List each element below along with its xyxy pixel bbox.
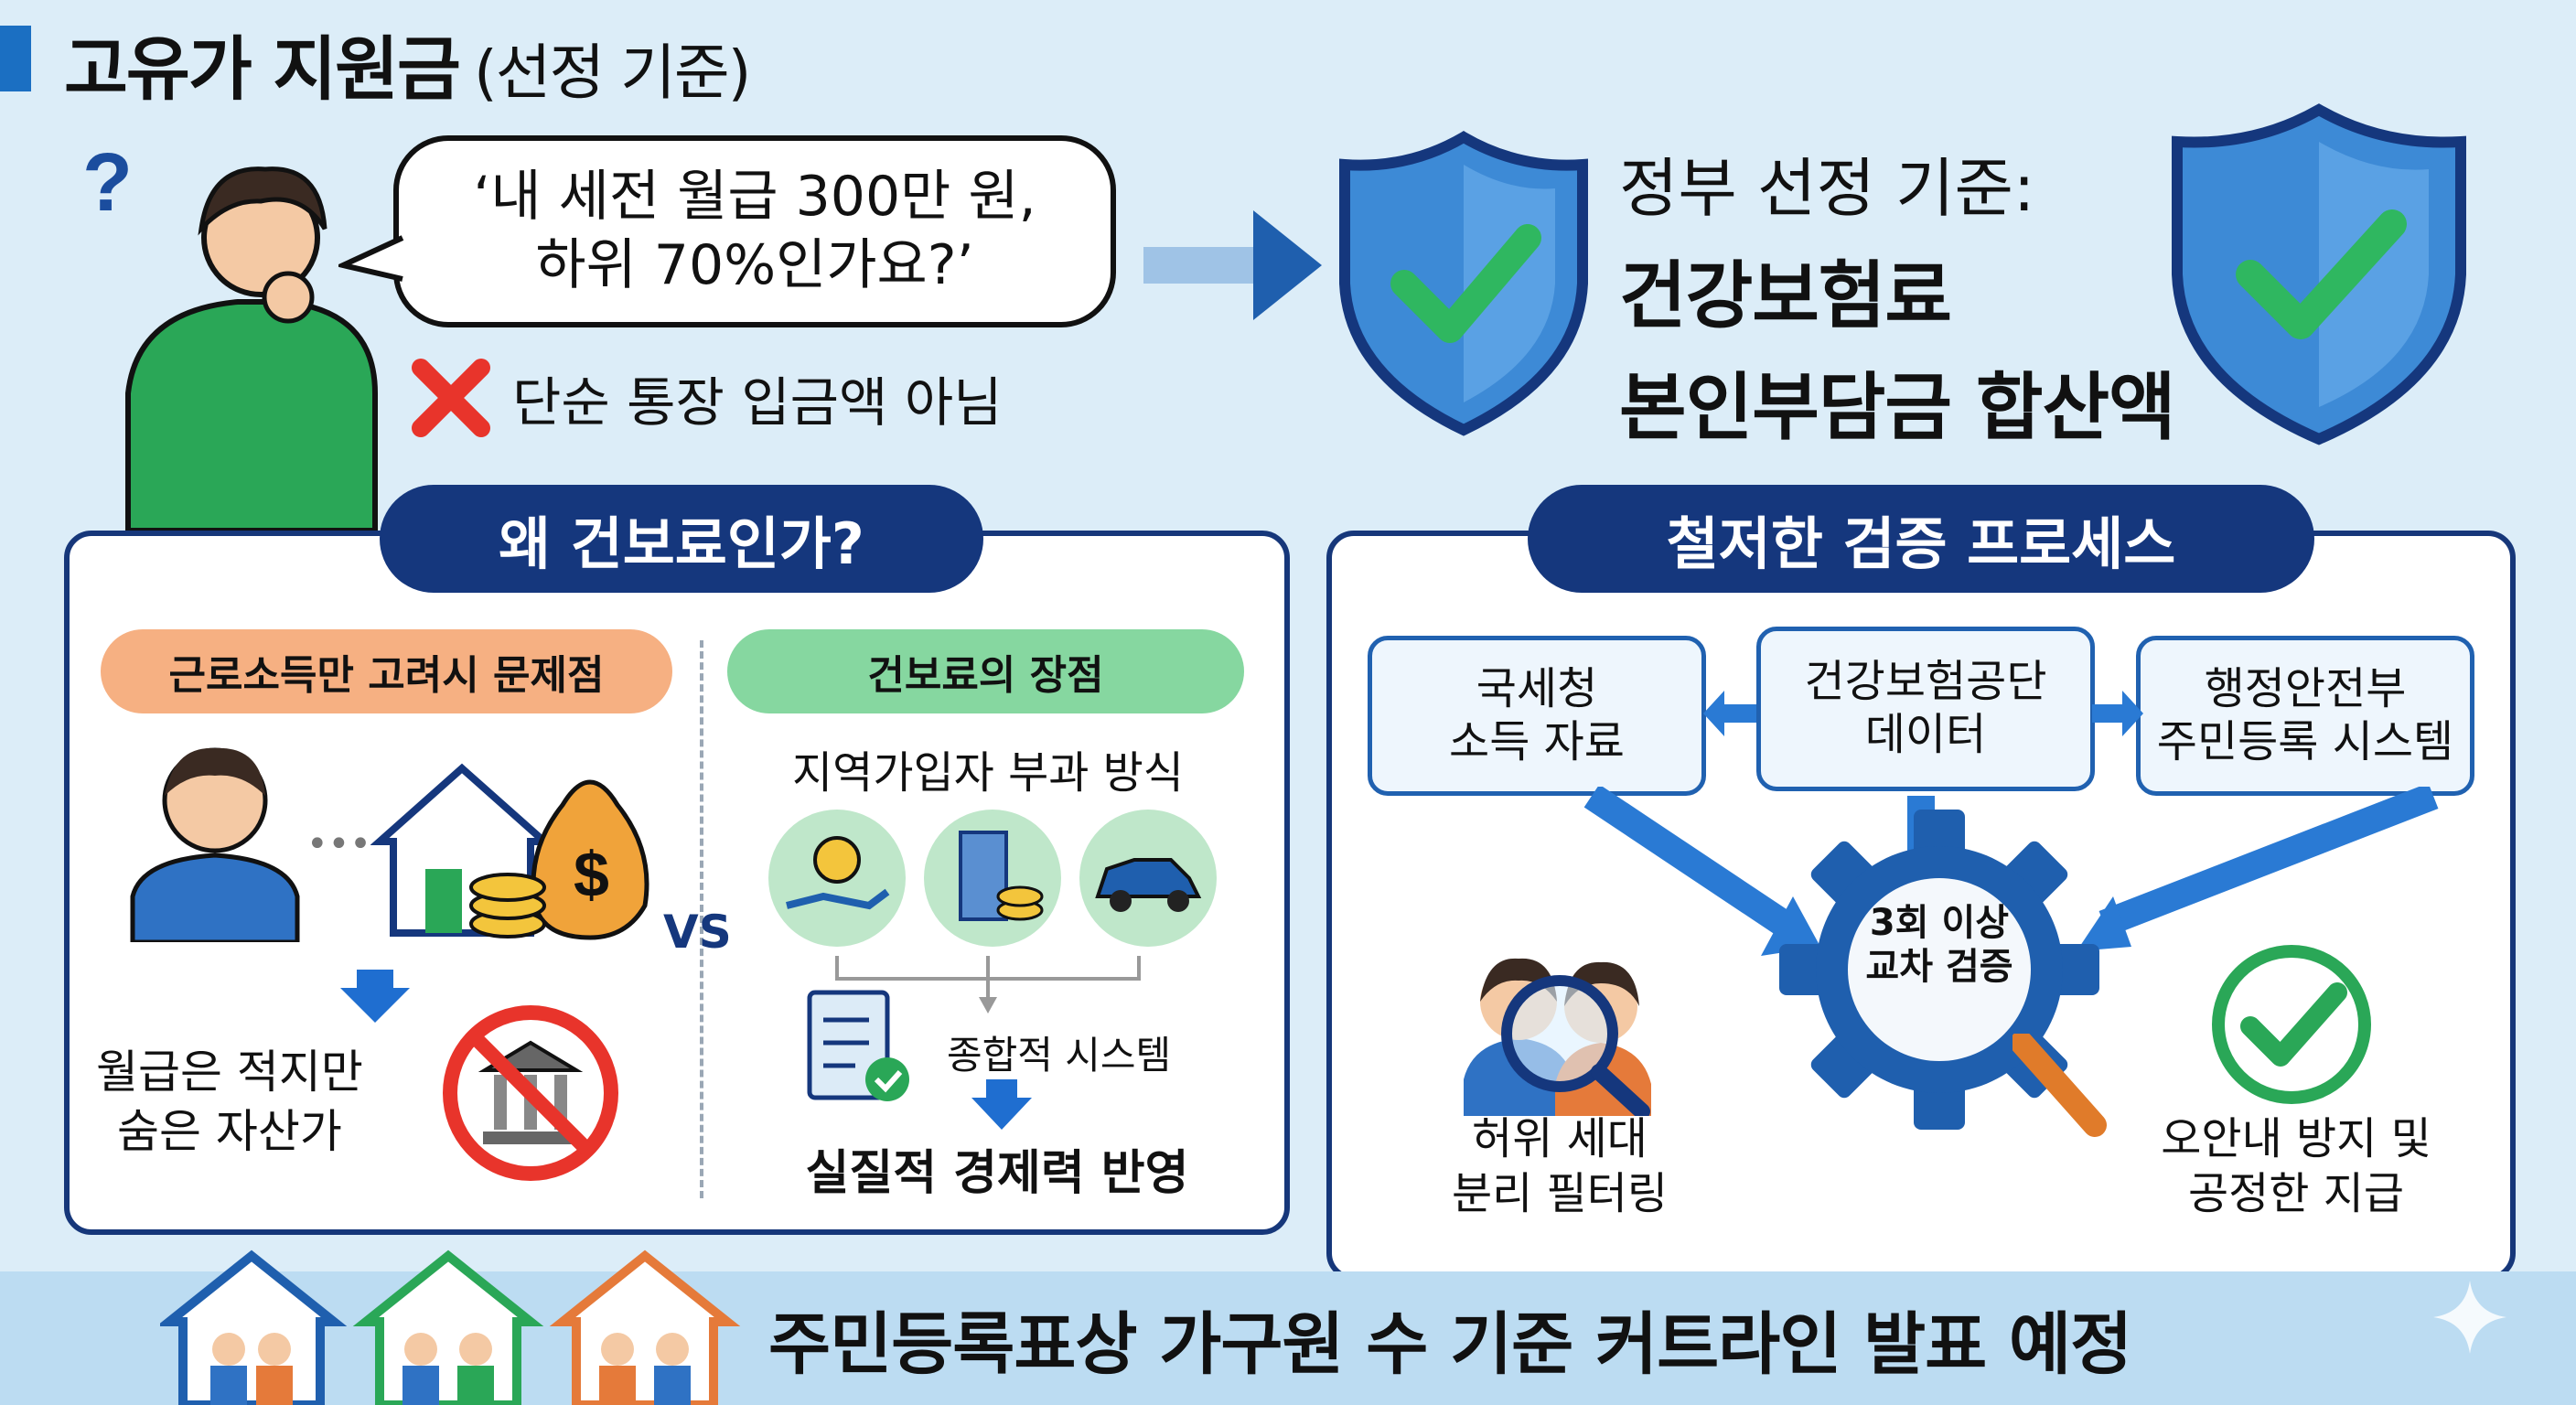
source-mois-line-1: 행정안전부 [2204, 662, 2407, 714]
result-label: 실질적 경제력 반영 [805, 1146, 1189, 1201]
criteria-heading: 정부 선정 기준: [1619, 151, 2035, 226]
source-mois-line-2: 주민등록 시스템 [2156, 715, 2454, 767]
arrow-right-icon [2092, 691, 2143, 736]
source-nts: 국세청 소득 자료 [1368, 636, 1706, 796]
outcome-filter-line-2: 분리 필터링 [1451, 1168, 1669, 1219]
outcome-fair: 오안내 방지 및 공정한 지급 [2131, 1111, 2461, 1221]
source-mois: 행정안전부 주민등록 시스템 [2136, 636, 2474, 796]
document-check-icon [807, 990, 909, 1101]
divider [700, 640, 703, 1198]
title-main: 고유가 지원금 [64, 28, 461, 110]
problem-result-line-1: 월급은 적지만 [96, 1046, 363, 1099]
magnifier-handle [2012, 1034, 2107, 1137]
shield-check-icon [2172, 103, 2466, 445]
source-nhis-line-1: 건강보험공단 [1804, 656, 2047, 708]
sparkle-icon [2433, 1281, 2506, 1354]
bubble-line-1: ‘내 세전 월급 300만 원, [473, 165, 1036, 229]
government-criteria: 정부 선정 기준: 건강보험료 본인부담금 합산액 [1619, 137, 2176, 455]
arrow-left-icon [1703, 691, 1756, 736]
thinking-person-illustration: ? [82, 137, 378, 531]
footer-text: 주민등록표상 가구원 수 기준 커트라인 발표 예정 [768, 1305, 2132, 1384]
page-title: 고유가 지원금(선정 기준) [64, 13, 751, 113]
arrow-icon [1143, 210, 1322, 320]
problem-result-line-2: 숨은 자산가 [117, 1105, 342, 1158]
svg-text:$: $ [574, 839, 609, 910]
advantage-label: 건보료의 장점 [727, 629, 1244, 713]
house-icon [352, 1249, 544, 1405]
down-arrow-icon [971, 1079, 1032, 1130]
x-icon [412, 359, 490, 437]
system-label: 종합적 시스템 [947, 1033, 1172, 1078]
criteria-line-1: 건강보험료 [1619, 253, 1952, 338]
source-nhis: 건강보험공단 데이터 [1756, 627, 2095, 791]
connector-lines [835, 956, 1141, 1014]
regional-method: 지역가입자 부과 방식 [792, 747, 1184, 799]
down-arrow-icon [340, 970, 410, 1023]
family-houses-icon [160, 1249, 741, 1405]
bubble-tail [338, 235, 404, 282]
outcome-filter: 허위 세대 분리 필터링 [1422, 1111, 1697, 1221]
person-icon [130, 747, 300, 942]
notice-text: 단순 통장 입금액 아님 [512, 371, 1003, 434]
criteria-line-2: 본인부담금 합산액 [1619, 365, 2176, 450]
verify-panel-title: 철저한 검증 프로세스 [1528, 485, 2314, 593]
question-icon: ? [82, 137, 133, 229]
house-icon [549, 1249, 741, 1405]
notice: 단순 통장 입금액 아님 [410, 357, 1003, 439]
ellipsis: ••• [306, 823, 371, 865]
source-nts-line-2: 소득 자료 [1449, 715, 1625, 767]
question-bubble: ‘내 세전 월급 300만 원, 하위 70%인가요?’ [393, 135, 1116, 327]
gear-label-line-1: 3회 이상 [1869, 902, 2010, 944]
outcome-fair-line-2: 공정한 지급 [2187, 1168, 2405, 1219]
check-circle-icon [2212, 945, 2371, 1104]
bubble-line-2: 하위 70%인가요?’ [535, 233, 974, 297]
why-panel-title: 왜 건보료인가? [380, 485, 983, 593]
source-nhis-line-2: 데이터 [1864, 709, 1987, 760]
asset-icons [768, 810, 1217, 947]
problem-label: 근로소득만 고려시 문제점 [101, 629, 672, 713]
house-money-icon: $ [370, 763, 649, 940]
accent-bar [0, 26, 31, 91]
shield-check-icon [1339, 131, 1588, 436]
gear-label-line-2: 교차 검증 [1865, 946, 2013, 988]
house-icon [160, 1249, 348, 1405]
magnifier-people-icon [1464, 958, 1651, 1116]
gear-label: 3회 이상 교차 검증 [1839, 901, 2040, 989]
outcome-filter-line-1: 허위 세대 [1472, 1113, 1648, 1164]
vs-label: VS [663, 906, 732, 959]
source-nts-line-1: 국세청 [1476, 662, 1598, 714]
bank-forbidden-icon [443, 1005, 618, 1181]
outcome-fair-line-1: 오안내 방지 및 [2161, 1113, 2431, 1164]
title-subtitle: (선정 기준) [473, 38, 751, 108]
problem-result: 월급은 적지만 숨은 자산가 [96, 1043, 363, 1162]
